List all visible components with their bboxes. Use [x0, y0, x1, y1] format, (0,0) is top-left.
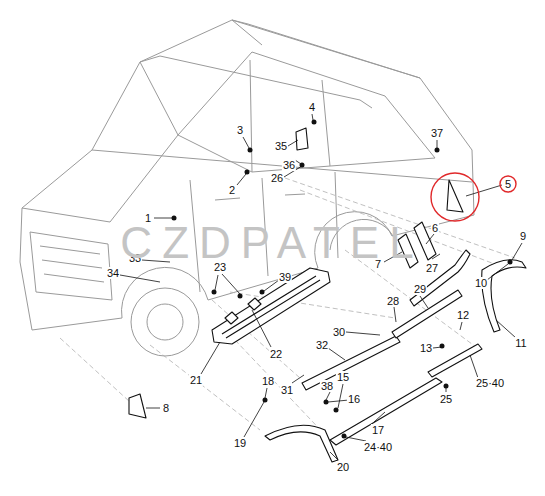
- parts: [129, 128, 526, 462]
- callout-number: 28: [386, 295, 400, 307]
- watermark: CZDPATEL: [120, 218, 423, 268]
- callout-number: 13: [419, 342, 433, 354]
- callout-number: 25: [439, 393, 453, 405]
- clip-dots: [172, 120, 513, 439]
- callout-number: 18: [261, 375, 275, 387]
- callout-number: 30: [332, 326, 346, 338]
- car-body: [20, 20, 474, 356]
- highlight-circle: [431, 173, 516, 221]
- callout-number: 29: [413, 283, 427, 295]
- callout-number: 35: [274, 140, 288, 152]
- callout-number: 25·40: [475, 377, 505, 389]
- leader-lines: [120, 114, 522, 460]
- callout-number: 11: [514, 337, 527, 349]
- callout-number: 2: [228, 184, 236, 196]
- callout-number: 39: [278, 271, 292, 283]
- callout-number: 38: [320, 380, 334, 392]
- callout-number: 31: [280, 384, 294, 396]
- callout-number: 17: [371, 424, 385, 436]
- callout-number: 26: [270, 172, 284, 184]
- callout-number: 9: [519, 230, 527, 242]
- callout-number: 15: [336, 371, 350, 383]
- callout-number: 19: [233, 437, 247, 449]
- callout-number: 22: [269, 348, 283, 360]
- callout-number: 34: [106, 267, 120, 279]
- callout-number: 37: [430, 127, 444, 139]
- callout-number: 20: [336, 461, 350, 473]
- callout-number: 10: [474, 277, 488, 289]
- callout-number: 12: [456, 309, 470, 321]
- callout-number: 6: [431, 222, 439, 234]
- callout-number: 27: [425, 262, 439, 274]
- callout-number: 16: [347, 393, 361, 405]
- callout-number: 5: [504, 178, 512, 190]
- explode-lines: [60, 178, 515, 440]
- callout-number: 24·40: [363, 441, 393, 453]
- callout-number: 32: [315, 339, 329, 351]
- callout-number: 3: [236, 124, 244, 136]
- callout-number: 21: [189, 374, 203, 386]
- callout-number: 4: [308, 101, 316, 113]
- callout-number: 36: [282, 159, 296, 171]
- callout-number: 8: [162, 402, 170, 414]
